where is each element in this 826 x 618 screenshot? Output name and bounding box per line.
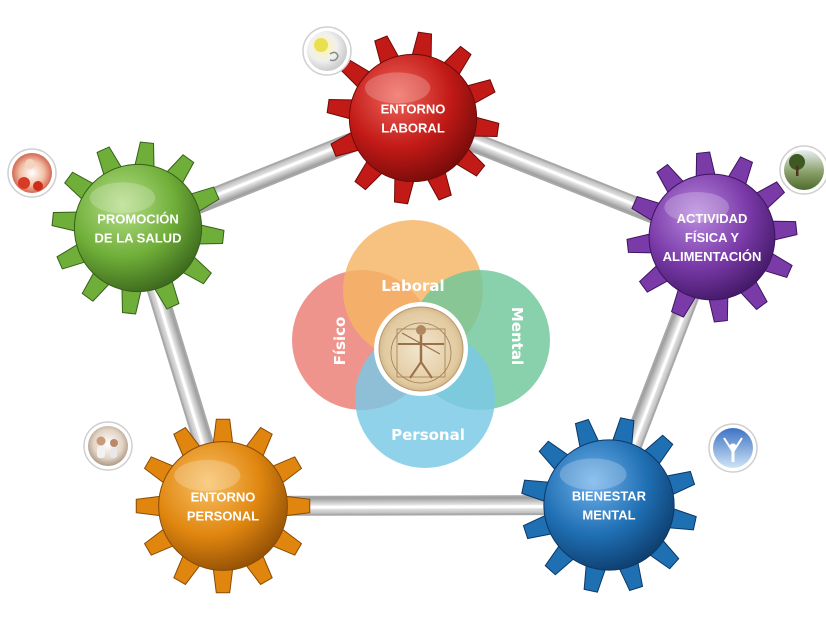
gear-nodes: ENTORNO LABORAL ACTIVIDAD FÍSICA Y ALIMENTAC… bbox=[51, 31, 798, 594]
gear-actividad-fisica: ACTIVIDAD FÍSICA Y ALIMENTACIÓN bbox=[626, 151, 798, 323]
gear-gloss bbox=[364, 72, 431, 104]
gear-label-promocion-salud: PROMOCIÓN bbox=[97, 212, 179, 227]
gear-body bbox=[648, 173, 776, 301]
gear-label-actividad-fisica: ACTIVIDAD bbox=[677, 211, 748, 226]
tree-landscape-photo-icon bbox=[779, 145, 826, 195]
gear-label-entorno-personal: ENTORNO bbox=[191, 490, 256, 505]
gear-body bbox=[73, 163, 203, 293]
gear-label-promocion-salud: DE LA SALUD bbox=[95, 231, 182, 246]
gear-entorno-laboral: ENTORNO LABORAL bbox=[326, 31, 500, 205]
arms-raised-photo-icon bbox=[708, 423, 758, 473]
gear-gloss bbox=[664, 191, 729, 223]
gear-body bbox=[348, 53, 478, 183]
lightbulb-photo-icon bbox=[302, 26, 352, 76]
gear-label-bienestar-mental: MENTAL bbox=[582, 508, 635, 523]
gear-label-bienestar-mental: BIENESTAR bbox=[572, 489, 647, 504]
venn-label-laboral: Laboral bbox=[381, 277, 444, 295]
gear-body bbox=[158, 441, 288, 571]
venn-label-personal: Personal bbox=[391, 426, 465, 444]
gear-gloss bbox=[174, 459, 241, 492]
gear-promocion-salud: PROMOCIÓN DE LA SALUD bbox=[51, 141, 225, 315]
gear-gloss bbox=[89, 182, 156, 214]
venn-label-fisico: Físico bbox=[331, 317, 349, 366]
gear-label-actividad-fisica: ALIMENTACIÓN bbox=[663, 249, 762, 264]
vitruvian-man-icon bbox=[374, 302, 468, 396]
gear-gloss bbox=[559, 458, 627, 491]
flowers-photo-icon bbox=[7, 148, 57, 198]
gear-body bbox=[543, 439, 675, 571]
connector-rod bbox=[128, 225, 233, 509]
gear-bienestar-mental: BIENESTAR MENTAL bbox=[521, 417, 697, 593]
gear-entorno-personal: ENTORNO PERSONAL bbox=[135, 418, 311, 594]
venn-diagram: Laboral Mental Personal Físico bbox=[292, 220, 550, 468]
gear-label-entorno-laboral: LABORAL bbox=[381, 121, 445, 136]
gear-label-actividad-fisica: FÍSICA Y bbox=[685, 230, 740, 245]
connector-rod bbox=[222, 495, 610, 516]
gear-label-entorno-personal: PERSONAL bbox=[187, 509, 259, 524]
family-photo-icon bbox=[83, 421, 133, 471]
gear-label-entorno-laboral: ENTORNO bbox=[381, 102, 446, 117]
venn-label-mental: Mental bbox=[508, 307, 526, 365]
